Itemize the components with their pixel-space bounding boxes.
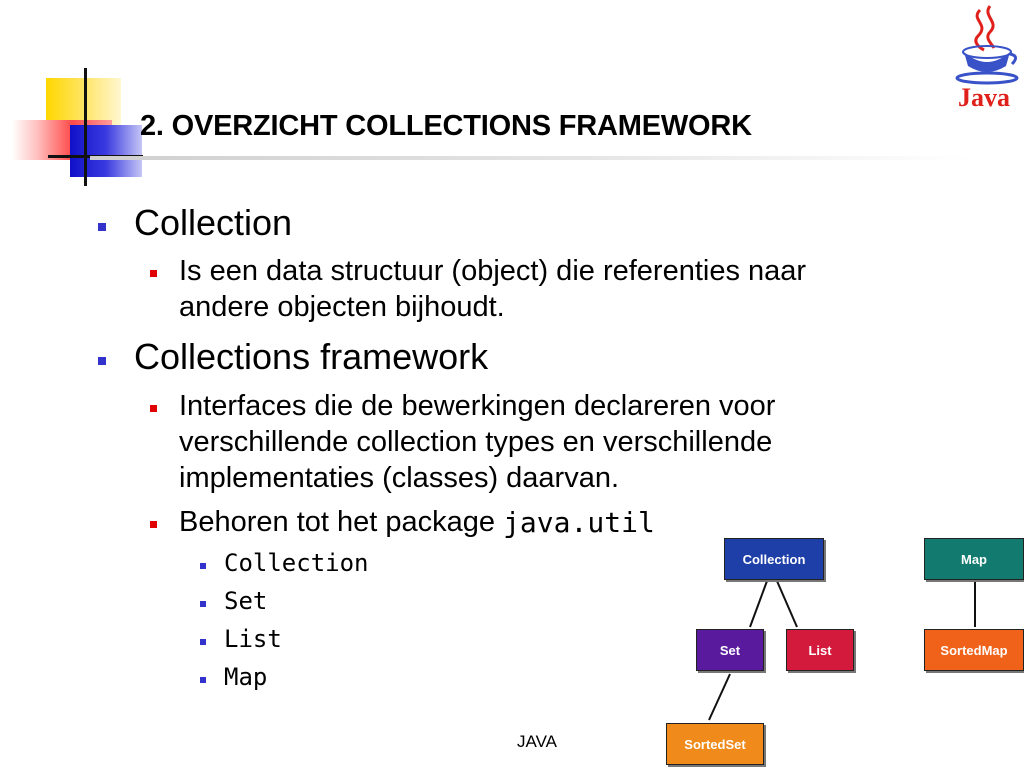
slide-title: 2. OVERZICHT COLLECTIONS FRAMEWORK [140, 110, 752, 142]
title-underline [90, 156, 970, 160]
sub-bullet-marker [150, 521, 157, 528]
level3-item-set: Set [224, 587, 268, 615]
decor-yellow-square [46, 78, 121, 128]
level3-marker [200, 677, 206, 683]
sub-bullet-package: Behoren tot het package java.util [179, 505, 655, 540]
node-collection: Collection [724, 538, 824, 580]
bullet-collections-framework: Collections framework [134, 336, 489, 377]
node-map: Map [924, 538, 1024, 580]
bullet-marker [98, 223, 106, 231]
sub-bullet-line: implementaties (classes) daarvan. [179, 462, 620, 494]
sub-bullet-line: Interfaces die de bewerkingen declareren… [179, 390, 776, 422]
svg-text:Java: Java [958, 83, 1010, 112]
java-logo-icon: Java [955, 5, 1019, 112]
bullet-collection: Collection [134, 202, 293, 243]
bullet-marker [98, 357, 106, 365]
package-prefix: Behoren tot het package [179, 506, 504, 538]
level3-marker [200, 601, 206, 607]
node-sortedset: SortedSet [666, 723, 764, 765]
level3-item-collection: Collection [224, 549, 369, 577]
node-list: List [786, 629, 854, 671]
sub-bullet-line: verschillende collection types en versch… [179, 426, 773, 458]
decor-blue-square [70, 125, 142, 177]
diagram-connectors [708, 580, 976, 721]
node-sortedmap: SortedMap [924, 629, 1024, 671]
level3-item-list: List [224, 625, 282, 653]
sub-bullet-marker [150, 270, 157, 277]
sub-bullet-line: andere objecten bijhoudt. [179, 291, 505, 323]
level3-marker [200, 639, 206, 645]
level3-marker [200, 563, 206, 569]
level3-item-map: Map [224, 663, 268, 691]
decor-vertical-line [84, 68, 87, 186]
sub-bullet-line: Is een data structuur (object) die refer… [179, 255, 807, 287]
package-name: java.util [503, 506, 655, 539]
node-set: Set [696, 629, 764, 671]
footer-label: JAVA [517, 732, 557, 751]
sub-bullet-marker [150, 405, 157, 412]
